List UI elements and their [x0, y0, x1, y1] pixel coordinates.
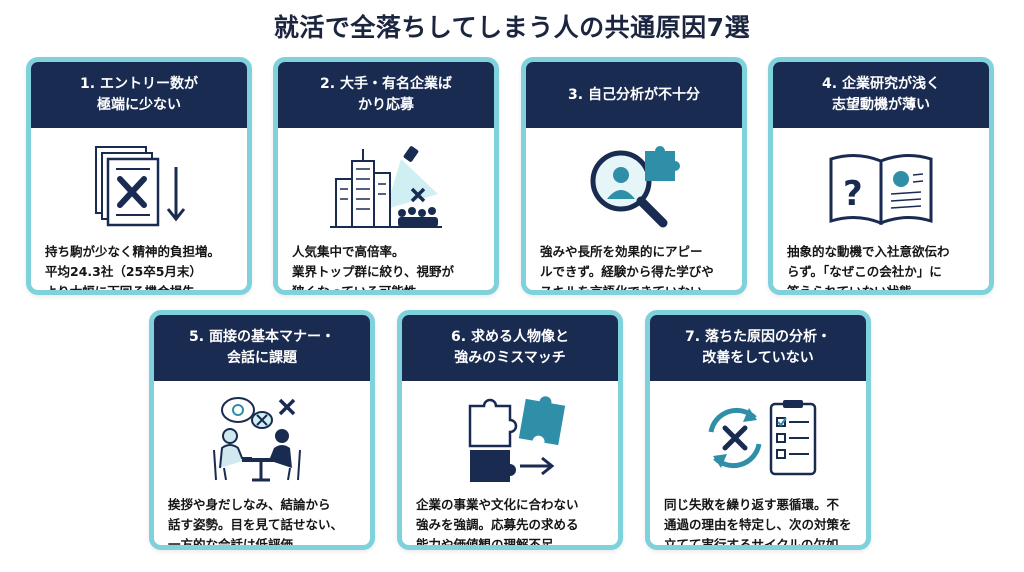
- card-description: 挨拶や身だしなみ、結論から 話す姿勢。目を見て話せない、 一方的な会話は低評価。: [168, 497, 344, 550]
- card-description: 同じ失敗を繰り返す悪循環。不 通過の理由を特定し、次の対策を 立てて実行するサイ…: [664, 497, 852, 550]
- card-heading: 7. 落ちた原因の分析・ 改善をしていない: [650, 315, 866, 381]
- reason-card-7: 7. 落ちた原因の分析・ 改善をしていない 同じ失敗を繰り返す悪循環。不 通過の…: [645, 310, 871, 550]
- reason-card-6: 6. 求める人物像と 強みのミスマッチ 企業の事業や文化に合わない 強みを強調。…: [397, 310, 623, 550]
- card-heading: 5. 面接の基本マナー・ 会話に課題: [154, 315, 370, 381]
- book-question-icon: ?: [773, 136, 989, 236]
- card-heading: 6. 求める人物像と 強みのミスマッチ: [402, 315, 618, 381]
- card-description: 持ち駒が少なく精神的負担増。 平均24.3社（25卒5月末） より大幅に下回る機…: [45, 244, 221, 295]
- interview-icon: [154, 389, 370, 489]
- reason-card-1: 1. エントリー数が 極端に少ない 持ち駒が少なく精神的負担増。 平均24.3社…: [26, 57, 252, 295]
- page-title: 就活で全落ちしてしまう人の共通原因7選: [273, 13, 751, 42]
- reason-card-5: 5. 面接の基本マナー・ 会話に課題 挨拶や身だしなみ、結論から 話す姿勢。目を…: [149, 310, 375, 550]
- cycle-checklist-icon: [650, 389, 866, 489]
- card-heading: 2. 大手・有名企業ば かり応募: [278, 62, 494, 128]
- reason-card-2: 2. 大手・有名企業ば かり応募: [273, 57, 499, 295]
- reason-card-4: 4. 企業研究が浅く 志望動機が薄い ? 抽象的な動機で入社意欲伝わ らず。「な…: [768, 57, 994, 295]
- reason-card-3: 3. 自己分析が不十分 強みや長所を効果的にアピー ルできず。経験から得た学びや…: [521, 57, 747, 295]
- card-heading: 3. 自己分析が不十分: [526, 62, 742, 128]
- documents-decrease-icon: [31, 136, 247, 236]
- magnifier-puzzle-icon: [526, 136, 742, 236]
- card-heading: 1. エントリー数が 極端に少ない: [31, 62, 247, 128]
- card-description: 強みや長所を効果的にアピー ルできず。経験から得た学びや スキルを言語化できてい…: [540, 244, 716, 295]
- card-description: 企業の事業や文化に合わない 強みを強調。応募先の求める 能力や価値観の理解不足。: [416, 497, 579, 550]
- card-heading: 4. 企業研究が浅く 志望動機が薄い: [773, 62, 989, 128]
- card-description: 人気集中で高倍率。 業界トップ群に絞り、視野が 狭くなっている可能性。: [292, 244, 455, 295]
- skyscrapers-spotlight-icon: [278, 136, 494, 236]
- svg-text:?: ?: [843, 174, 863, 214]
- puzzle-mismatch-icon: [402, 389, 618, 489]
- card-description: 抽象的な動機で入社意欲伝わ らず。「なぜこの会社か」に 答えられていない状態。: [787, 244, 950, 295]
